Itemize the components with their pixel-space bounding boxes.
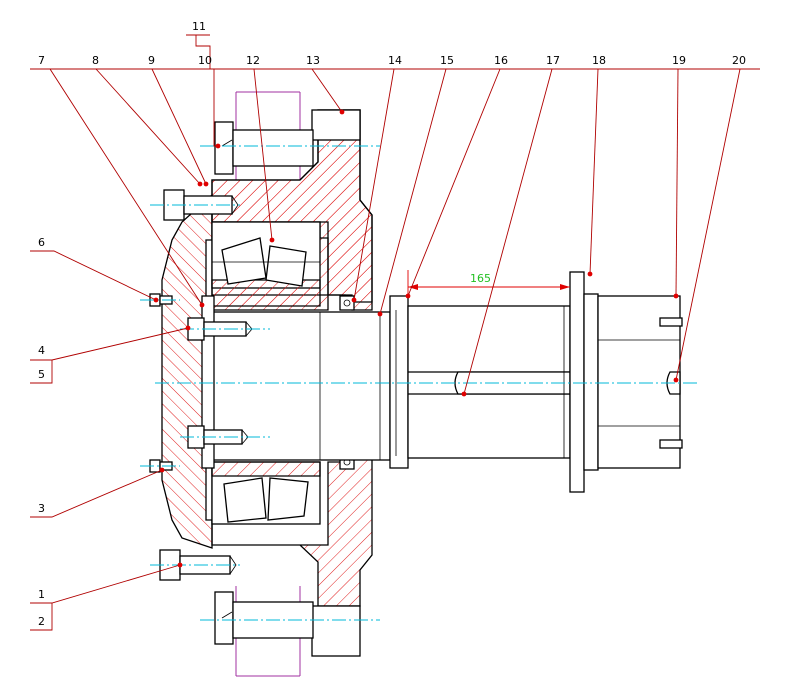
leader-lines <box>30 34 760 631</box>
bearing-housing <box>161 109 373 657</box>
leader-dots <box>153 109 679 568</box>
label-19: 19 <box>672 54 686 67</box>
bearing-lower <box>211 461 321 525</box>
label-1: 1 <box>38 588 45 601</box>
label-17: 17 <box>546 54 560 67</box>
label-7: 7 <box>38 54 45 67</box>
label-20: 20 <box>732 54 746 67</box>
label-6: 6 <box>38 236 45 249</box>
center-lines <box>140 145 700 621</box>
seal-upper <box>339 295 355 311</box>
label-11: 11 <box>192 20 206 33</box>
label-14: 14 <box>388 54 402 67</box>
label-5: 5 <box>38 368 45 381</box>
label-12: 12 <box>246 54 260 67</box>
label-3: 3 <box>38 502 45 515</box>
label-8: 8 <box>92 54 99 67</box>
bearing-upper <box>211 221 321 307</box>
bolt-top-flange <box>214 121 314 175</box>
coupling-hub <box>389 295 571 469</box>
label-13: 13 <box>306 54 320 67</box>
label-10: 10 <box>198 54 212 67</box>
flange <box>569 271 585 493</box>
driven-coupling <box>597 295 683 469</box>
dimension-165: 165 <box>407 270 570 296</box>
label-15: 15 <box>440 54 454 67</box>
label-16: 16 <box>494 54 508 67</box>
label-4: 4 <box>38 344 45 357</box>
part-labels: 7 8 9 11 10 12 13 14 15 16 17 18 19 20 6… <box>38 20 746 628</box>
label-2: 2 <box>38 615 45 628</box>
lock-plate <box>201 295 215 469</box>
label-9: 9 <box>148 54 155 67</box>
label-18: 18 <box>592 54 606 67</box>
bolt-bottom-flange <box>214 591 314 645</box>
dimension-value: 165 <box>470 272 491 285</box>
